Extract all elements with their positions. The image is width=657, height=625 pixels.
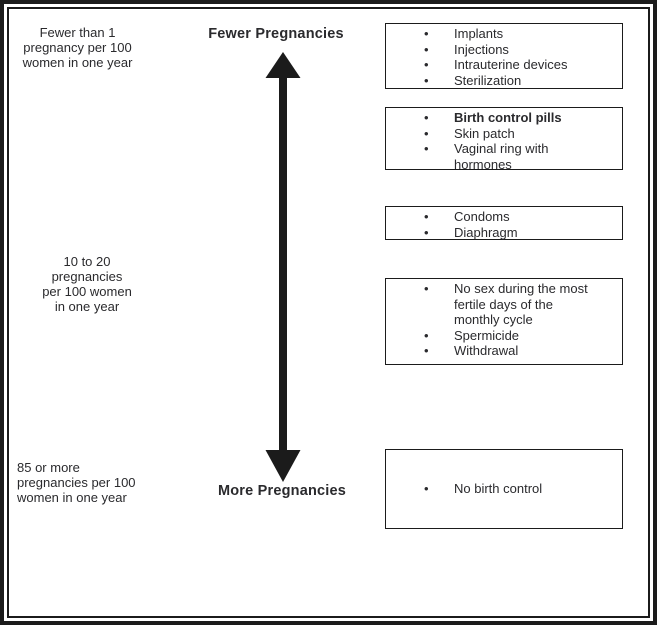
label-line: women in one year — [17, 490, 127, 505]
double-headed-arrow-icon — [265, 52, 301, 482]
method-item: • Birth control pills — [386, 110, 622, 126]
label-line: per 100 women — [42, 284, 132, 299]
method-item: • No sex during the most fertile days of… — [386, 281, 622, 328]
method-item: • Spermicide — [386, 328, 622, 344]
bullet-icon: • — [424, 110, 429, 125]
method-box-tier-3: • Condoms • Diaphragm — [385, 206, 623, 240]
bullet-icon: • — [424, 57, 429, 72]
method-item-label: Vaginal ring with hormones — [454, 141, 549, 172]
method-item-label: No sex during the most fertile days of t… — [454, 281, 588, 327]
label-line: women in one year — [22, 55, 133, 70]
bullet-icon: • — [424, 481, 429, 497]
axis-label-more-pregnancies: More Pregnancies — [217, 483, 347, 499]
method-item: • Withdrawal — [386, 343, 622, 359]
effectiveness-arrow — [265, 46, 301, 486]
label-line: in one year — [54, 299, 120, 314]
pregnancy-rate-label-fewest: Fewer than 1 pregnancy per 100 women in … — [15, 25, 140, 70]
method-item-label: Injections — [454, 41, 509, 57]
method-item-label: Birth control pills — [454, 110, 562, 125]
method-item-label: Condoms — [454, 209, 510, 224]
method-box-tier-4: • No sex during the most fertile days of… — [385, 278, 623, 365]
bullet-icon: • — [424, 26, 429, 41]
bullet-icon: • — [424, 281, 429, 296]
method-item: • No birth control — [386, 481, 622, 497]
method-item: • Skin patch — [386, 126, 622, 142]
bullet-icon: • — [424, 209, 429, 224]
pregnancy-rate-label-most: 85 or more pregnancies per 100 women in … — [17, 460, 177, 505]
method-item: • Condoms — [386, 209, 622, 225]
method-item: • Sterilization — [386, 73, 622, 89]
pregnancy-rate-label-middle: 10 to 20 pregnancies per 100 women in on… — [27, 254, 147, 314]
method-item: • Implants — [386, 26, 622, 42]
method-item: • Intrauterine devices — [386, 57, 622, 73]
method-item-label: Withdrawal — [454, 343, 519, 358]
label-line: pregnancies — [51, 269, 123, 284]
label-line: pregnancies per 100 — [17, 475, 136, 490]
bullet-icon: • — [424, 125, 429, 141]
method-item-label: No birth control — [454, 481, 543, 497]
method-item-label: Diaphragm — [454, 224, 518, 240]
method-item: • Vaginal ring with hormones — [386, 141, 622, 172]
axis-label-fewer-pregnancies: Fewer Pregnancies — [208, 26, 344, 42]
method-item-label: Skin patch — [454, 125, 515, 141]
method-item: • Injections — [386, 42, 622, 58]
method-item-label: Spermicide — [454, 327, 520, 343]
bullet-icon: • — [424, 343, 429, 358]
label-line: 85 or more — [17, 460, 80, 475]
bullet-icon: • — [424, 72, 429, 88]
bullet-icon: • — [424, 141, 429, 156]
method-item-label: Sterilization — [454, 72, 522, 88]
bullet-icon: • — [424, 224, 429, 240]
method-item-label: Implants — [454, 26, 504, 41]
label-line: pregnancy per 100 — [23, 40, 132, 55]
label-line: 10 to 20 — [63, 254, 111, 269]
method-box-tier-2: • Birth control pills • Skin patch • Vag… — [385, 107, 623, 172]
method-item-label: Intrauterine devices — [454, 57, 568, 72]
method-item: • Diaphragm — [386, 225, 622, 241]
label-line: Fewer than 1 — [39, 25, 116, 40]
bullet-icon: • — [424, 327, 429, 343]
method-box-tier-1: • Implants • Injections • Intrauterine d… — [385, 23, 623, 89]
bullet-icon: • — [424, 41, 429, 57]
method-box-tier-5: • No birth control — [385, 449, 623, 529]
